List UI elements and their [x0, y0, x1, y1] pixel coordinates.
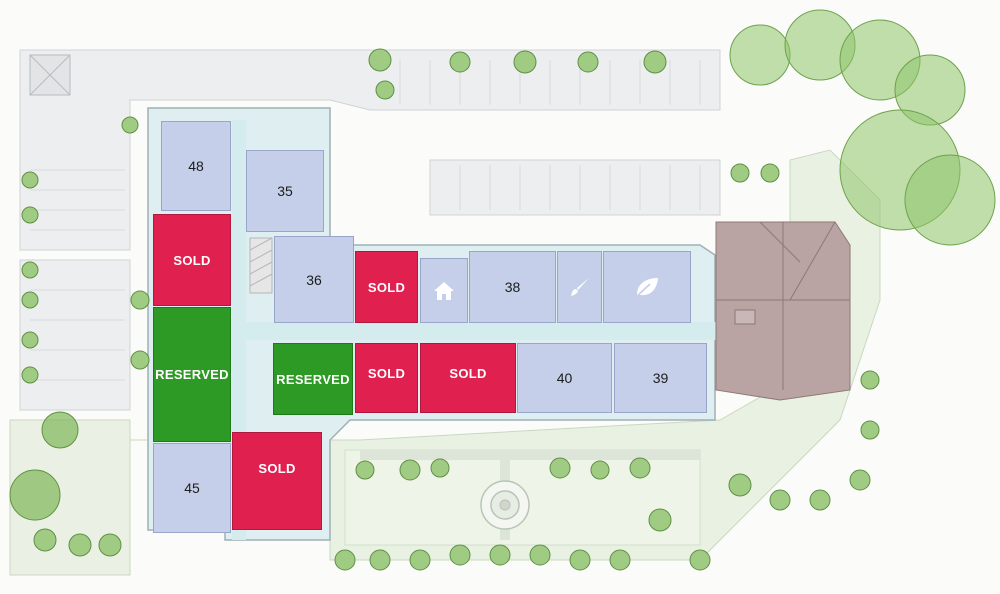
amenity-garden[interactable]: [603, 251, 691, 323]
unit-sold-5[interactable]: SOLD: [232, 432, 322, 530]
unit-45[interactable]: 45: [153, 443, 231, 533]
unit-sold-2[interactable]: SOLD: [355, 251, 418, 323]
unit-reserved-1[interactable]: RESERVED: [153, 307, 231, 442]
unit-40[interactable]: 40: [517, 343, 612, 413]
unit-45-label: 45: [184, 480, 200, 496]
unit-sold-5-label: SOLD: [258, 461, 296, 476]
paintbrush-icon: [570, 278, 589, 296]
unit-reserved-2[interactable]: RESERVED: [273, 343, 353, 415]
unit-sold-1[interactable]: SOLD: [153, 214, 231, 306]
unit-35[interactable]: 35: [246, 150, 324, 232]
unit-40-label: 40: [556, 370, 573, 386]
unit-39[interactable]: 39: [614, 343, 707, 413]
unit-36-label: 36: [306, 271, 322, 288]
unit-reserved-2-label: RESERVED: [276, 371, 350, 387]
unit-reserved-1-label: RESERVED: [155, 367, 229, 382]
unit-sold-4[interactable]: SOLD: [420, 343, 516, 413]
unit-sold-3-label: SOLD: [367, 366, 406, 381]
unit-39-label: 39: [652, 370, 669, 386]
unit-sold-1-label: SOLD: [173, 252, 211, 268]
unit-38[interactable]: 38: [469, 251, 556, 323]
unit-sold-4-label: SOLD: [449, 366, 487, 381]
amenity-house[interactable]: [420, 258, 468, 323]
unit-48-label: 48: [188, 158, 204, 174]
unit-38-label: 38: [504, 279, 521, 295]
unit-sold-2-label: SOLD: [367, 279, 406, 295]
amenity-art[interactable]: [557, 251, 602, 323]
house-icon: [434, 281, 454, 300]
unit-35-label: 35: [277, 183, 293, 199]
unit-sold-3[interactable]: SOLD: [355, 343, 418, 413]
unit-48[interactable]: 48: [161, 121, 231, 211]
unit-36[interactable]: 36: [274, 236, 354, 323]
leaf-icon: [635, 278, 658, 298]
